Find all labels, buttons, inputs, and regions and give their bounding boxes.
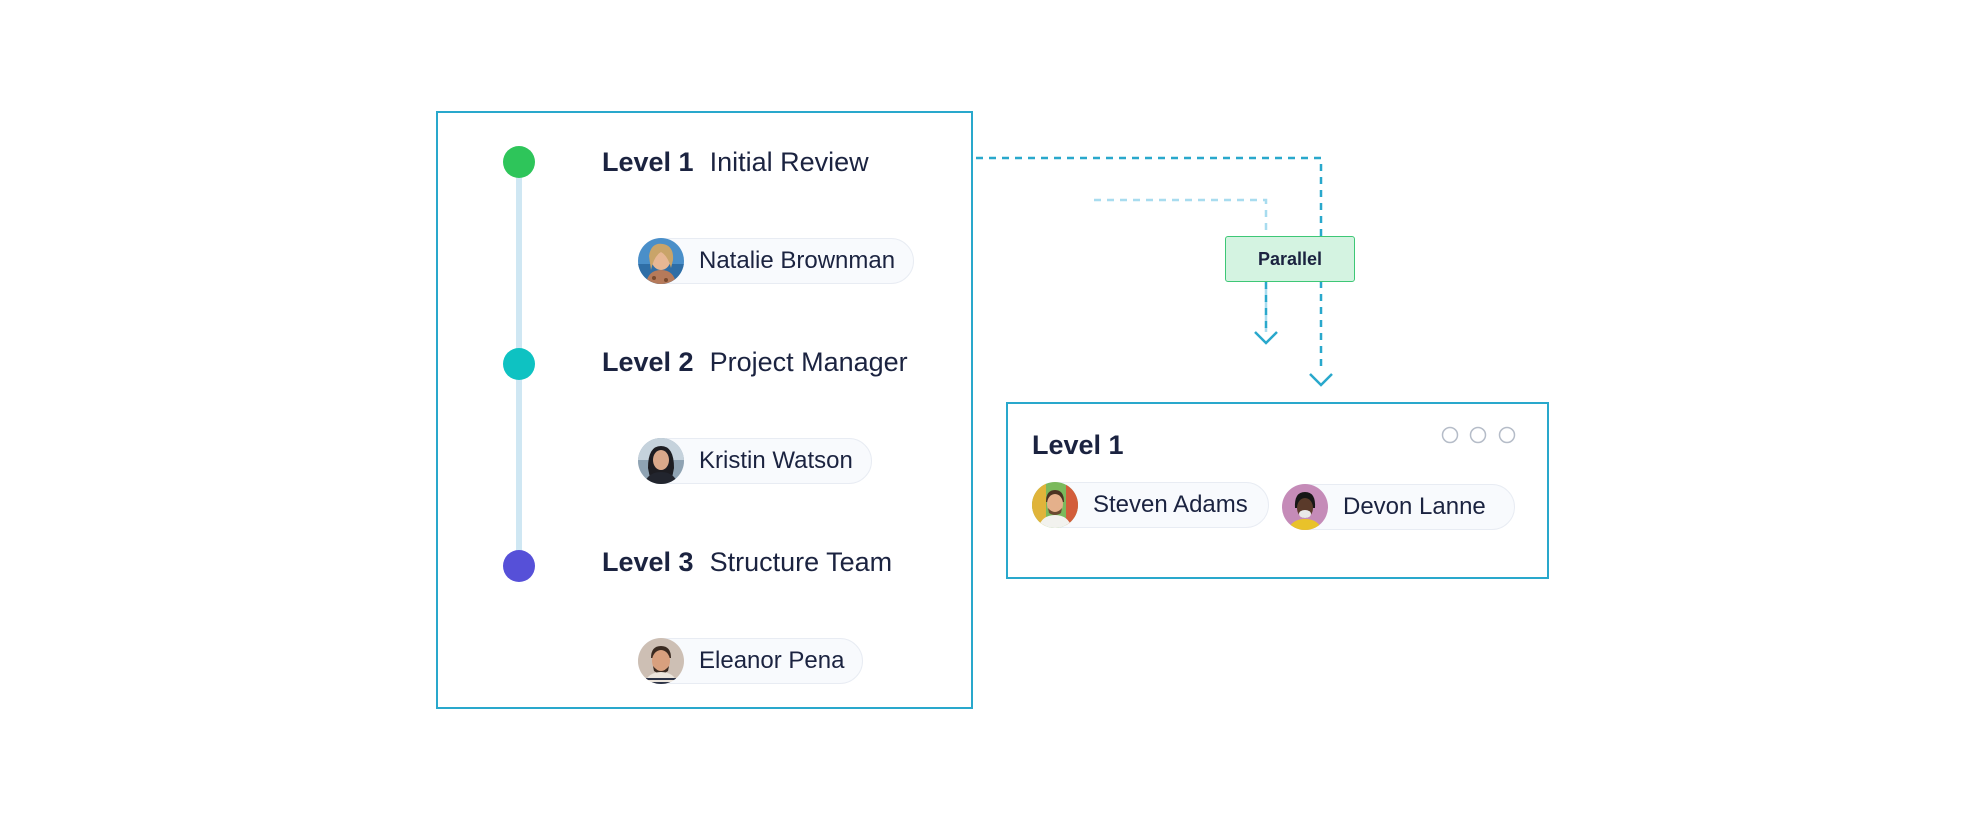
parallel-level-title: Level 1 bbox=[1032, 430, 1124, 460]
workflow-levels-panel bbox=[436, 111, 973, 709]
level-2-header: Level 2 Project Manager bbox=[602, 345, 908, 379]
assignee-chip-natalie-brownman[interactable]: Natalie Brownman bbox=[638, 238, 915, 284]
avatar bbox=[638, 638, 684, 684]
parallel-badge: Parallel bbox=[1225, 236, 1355, 282]
avatar bbox=[638, 238, 684, 284]
avatar bbox=[1032, 482, 1078, 528]
avatar bbox=[638, 438, 684, 484]
more-options-icon[interactable] bbox=[1440, 426, 1520, 444]
level-name: Structure Team bbox=[709, 547, 893, 577]
assignee-chip-steven-adams[interactable]: Steven Adams bbox=[1032, 482, 1269, 528]
level-3-header: Level 3 Structure Team bbox=[602, 545, 892, 579]
assignee-name: Steven Adams bbox=[1093, 491, 1248, 518]
assignee-chip-eleanor-pena[interactable]: Eleanor Pena bbox=[638, 638, 864, 684]
assignee-chip-kristin-watson[interactable]: Kristin Watson bbox=[638, 438, 872, 484]
level-1-status-dot bbox=[503, 146, 535, 178]
level-tag: Level 3 bbox=[602, 547, 694, 577]
assignee-name: Devon Lanne bbox=[1343, 493, 1486, 520]
level-tag: Level 1 bbox=[602, 147, 694, 177]
assignee-chip-devon-lanne[interactable]: Devon Lanne bbox=[1282, 484, 1515, 530]
level-1-header: Level 1 Initial Review bbox=[602, 145, 869, 179]
level-2-status-dot bbox=[503, 348, 535, 380]
level-3-status-dot bbox=[503, 550, 535, 582]
arrow-down-icon bbox=[1254, 331, 1278, 345]
level-tag: Level 2 bbox=[602, 347, 694, 377]
arrow-down-icon bbox=[1309, 373, 1333, 387]
parallel-label: Parallel bbox=[1257, 248, 1323, 269]
level-name: Project Manager bbox=[709, 347, 908, 377]
level-name: Initial Review bbox=[709, 147, 869, 177]
avatar bbox=[1282, 484, 1328, 530]
assignee-name: Kristin Watson bbox=[699, 447, 853, 474]
assignee-name: Eleanor Pena bbox=[699, 647, 845, 674]
assignee-name: Natalie Brownman bbox=[699, 247, 896, 274]
